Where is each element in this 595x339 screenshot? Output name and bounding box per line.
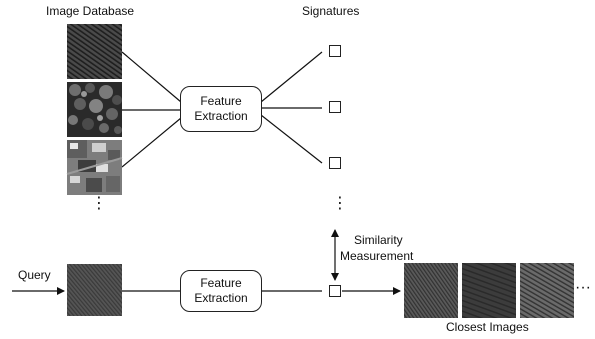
feature-extraction-text-1: Feature <box>200 276 242 290</box>
closest-images-label: Closest Images <box>446 320 529 334</box>
closest-image-2 <box>462 263 516 318</box>
line-db1-fe <box>121 51 182 103</box>
feature-extraction-box-top: Feature Extraction <box>180 86 262 132</box>
feature-extraction-text-1: Feature <box>200 94 242 108</box>
feature-extraction-text-2: Extraction <box>194 291 248 305</box>
feature-extraction-text-2: Extraction <box>194 109 248 123</box>
line-fe-sig3 <box>260 114 323 164</box>
measurement-label: Measurement <box>340 249 414 263</box>
database-ellipsis: ⋮ <box>91 195 107 212</box>
query-signature-box <box>329 285 341 297</box>
signatures-ellipsis: ⋮ <box>332 195 348 212</box>
signature-box <box>329 157 341 169</box>
closest-image-1 <box>404 263 458 318</box>
query-label: Query <box>18 268 51 282</box>
feature-extraction-box-bottom: Feature Extraction <box>180 270 262 312</box>
closest-image-3 <box>520 263 574 318</box>
signature-box <box>329 101 341 113</box>
line-db3-fe <box>121 117 182 168</box>
similarity-label: Similarity <box>354 233 403 247</box>
query-image <box>67 264 122 316</box>
signatures-label: Signatures <box>302 4 360 18</box>
results-ellipsis: ··· <box>575 279 591 296</box>
line-fe-sig1 <box>260 51 323 103</box>
db-image-texture <box>67 24 122 79</box>
signature-box <box>329 45 341 57</box>
db-image-trees <box>67 82 122 137</box>
db-image-aerial <box>66 140 123 195</box>
image-database-label: Image Database <box>46 4 135 18</box>
